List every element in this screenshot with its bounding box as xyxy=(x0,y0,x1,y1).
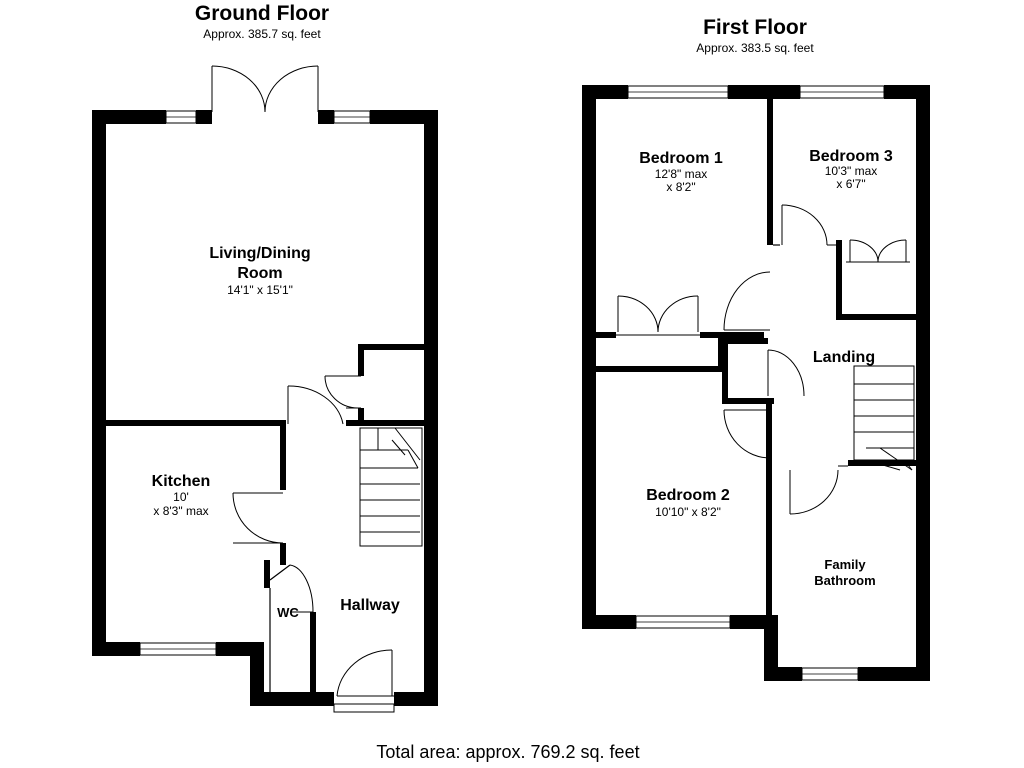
first-floor-doors xyxy=(616,204,910,515)
ground-floor-doors xyxy=(232,375,395,713)
first-floor-outer-walls xyxy=(582,85,930,681)
wc-name: WC xyxy=(277,605,299,620)
living-room-dimensions: 14'1" x 15'1" xyxy=(227,283,293,297)
first-floor-staircase xyxy=(853,365,915,471)
bathroom-name-line1: Family xyxy=(824,557,866,572)
first-floor-interior-walls xyxy=(596,99,916,616)
bedroom-1-dimensions-line2: x 8'2" xyxy=(666,180,695,194)
kitchen-dimensions-line1: 10' xyxy=(173,490,189,504)
kitchen-name: Kitchen xyxy=(152,473,211,490)
bedroom-1-name: Bedroom 1 xyxy=(639,150,723,167)
bedroom-1-dimensions-line1: 12'8" max xyxy=(655,167,708,181)
bedroom-2-name: Bedroom 2 xyxy=(646,487,730,504)
ground-floor-title: Ground Floor xyxy=(195,2,329,25)
ground-floor-outer-walls xyxy=(92,110,438,706)
ground-floor-labels: Living/Dining Room 14'1" x 15'1" Kitchen… xyxy=(152,245,400,620)
ground-floor-area: Approx. 385.7 sq. feet xyxy=(203,27,321,41)
french-doors xyxy=(211,65,319,113)
first-floor-labels: Bedroom 1 12'8" max x 8'2" Bedroom 3 10'… xyxy=(639,148,893,588)
ground-floor-staircase xyxy=(359,427,423,547)
bathroom-name-line2: Bathroom xyxy=(814,573,875,588)
first-floor-windows xyxy=(627,85,885,681)
bedroom-2-dimensions: 10'10" x 8'2" xyxy=(655,505,721,519)
first-floor-plan: First Floor Approx. 383.5 sq. feet xyxy=(582,16,930,681)
living-room-name-line1: Living/Dining xyxy=(209,245,310,262)
bedroom-3-dimensions-line1: 10'3" max xyxy=(825,164,878,178)
landing-name: Landing xyxy=(813,349,875,366)
ground-floor-interior-walls xyxy=(106,344,424,692)
first-floor-title: First Floor xyxy=(703,16,807,39)
bedroom-3-dimensions-line2: x 6'7" xyxy=(836,177,865,191)
bedroom-3-name: Bedroom 3 xyxy=(809,148,893,165)
hallway-name: Hallway xyxy=(340,597,400,614)
kitchen-dimensions-line2: x 8'3" max xyxy=(153,504,208,518)
total-area: Total area: approx. 769.2 sq. feet xyxy=(376,742,639,762)
ground-floor-plan: Ground Floor Approx. 385.7 sq. feet xyxy=(92,2,438,713)
ground-floor-windows xyxy=(139,110,371,656)
first-floor-area: Approx. 383.5 sq. feet xyxy=(696,41,814,55)
living-room-name-line2: Room xyxy=(237,265,282,282)
